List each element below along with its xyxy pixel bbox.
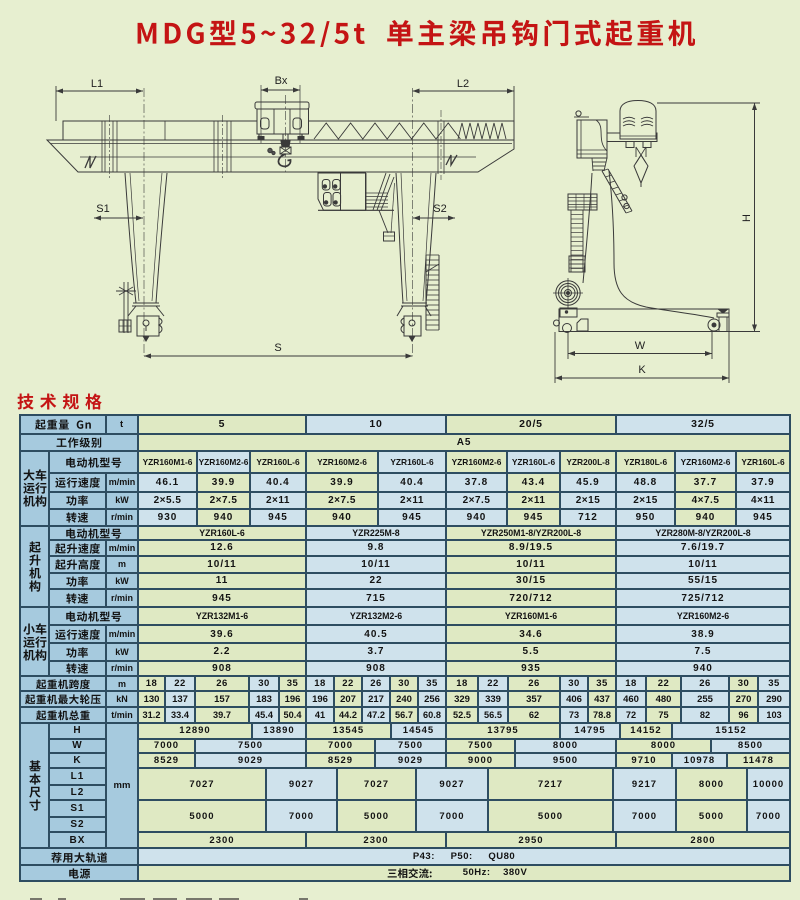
svg-text:Bx: Bx bbox=[275, 75, 288, 87]
svg-text:L1: L1 bbox=[91, 78, 103, 90]
svg-text:K: K bbox=[638, 364, 646, 376]
svg-text:H: H bbox=[741, 214, 753, 222]
svg-text:S2: S2 bbox=[433, 203, 446, 215]
svg-text:S1: S1 bbox=[96, 203, 109, 215]
svg-text:S: S bbox=[274, 342, 281, 354]
svg-text:L2: L2 bbox=[457, 78, 469, 90]
svg-text:W: W bbox=[635, 340, 646, 352]
